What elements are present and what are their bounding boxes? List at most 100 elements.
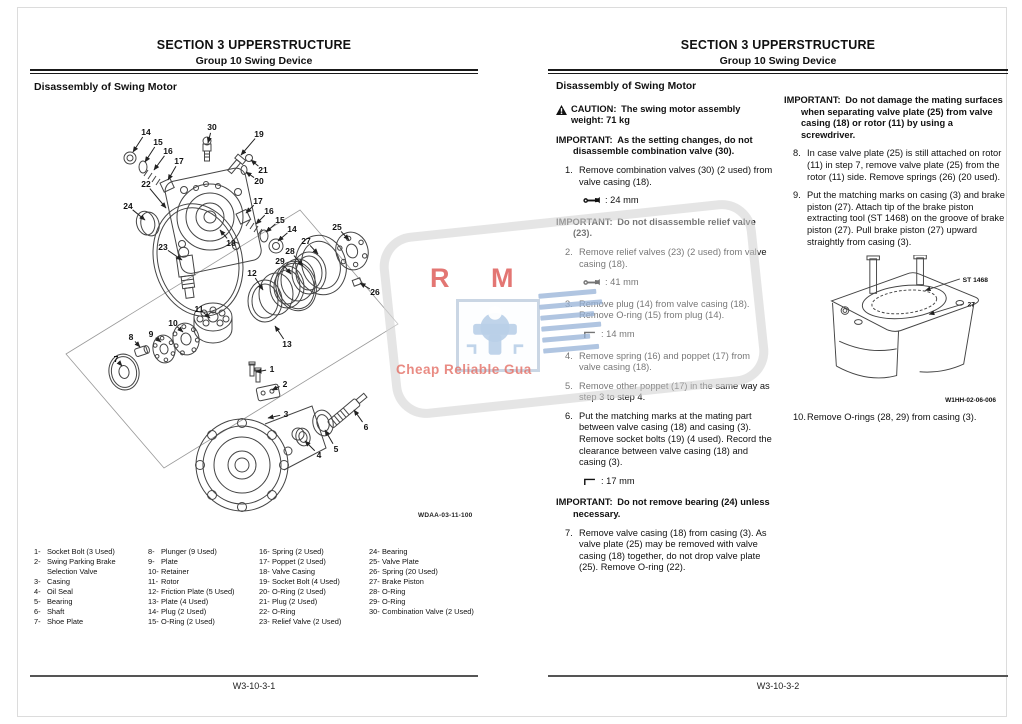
step-item: 2.Remove relief valves (23) (2 used) fro… bbox=[565, 246, 767, 269]
parts-list-item: 30-Combination Valve (2 Used) bbox=[369, 607, 474, 616]
callout-number: 20 bbox=[254, 176, 264, 186]
parts-list-item: 25-Valve Plate bbox=[369, 557, 419, 566]
parts-list: 1-Socket Bolt (3 Used)2-Swing Parking Br… bbox=[34, 547, 480, 627]
callout-number: 6 bbox=[364, 422, 369, 432]
callout-number: 7 bbox=[114, 354, 119, 364]
parts-list-item: 12-Friction Plate (5 Used) bbox=[148, 587, 235, 596]
left-page-title: Disassembly of Swing Motor bbox=[34, 81, 177, 93]
parts-list-item: 18-Valve Casing bbox=[259, 567, 315, 576]
callout-number: 17 bbox=[174, 156, 184, 166]
important-note: IMPORTANT: Do not remove bearing (24) un… bbox=[556, 497, 770, 520]
step-item: 7.Remove valve casing (18) from casing (… bbox=[565, 527, 767, 573]
callout-number: 17 bbox=[253, 196, 263, 206]
callout-number: 1 bbox=[270, 364, 275, 374]
parts-list-item: 6-Shaft bbox=[34, 607, 65, 616]
parts-list-item: 10-Retainer bbox=[148, 567, 189, 576]
parts-list-item: 4-Oil Seal bbox=[34, 587, 73, 596]
callout-number: 9 bbox=[149, 329, 154, 339]
diagram-linework bbox=[65, 136, 399, 512]
caution-note: CAUTION: The swing motor assembly weight… bbox=[556, 104, 774, 127]
hex-wrench-icon bbox=[583, 478, 596, 486]
scan-page-border bbox=[17, 7, 1007, 717]
wrench-icon bbox=[583, 197, 600, 204]
parts-list-item: 26-Spring (20 Used) bbox=[369, 567, 438, 576]
parts-list-item: 7-Shoe Plate bbox=[34, 617, 84, 626]
right-page-section-header: SECTION 3 UPPERSTRUCTURE bbox=[680, 38, 876, 52]
right-page-title: Disassembly of Swing Motor bbox=[556, 81, 697, 92]
brake-piston-figure-drawing: ST 1468 27 bbox=[830, 254, 989, 379]
step-item: 8.In case valve plate (25) is still atta… bbox=[793, 148, 1002, 182]
callout-number: 30 bbox=[207, 122, 217, 132]
callout-number: 12 bbox=[247, 268, 257, 278]
left-page-section-header: SECTION 3 UPPERSTRUCTURE bbox=[156, 38, 352, 52]
hex-wrench-icon bbox=[583, 331, 596, 339]
step-item: 4.Remove spring (16) and poppet (17) fro… bbox=[565, 350, 751, 373]
callout-number: 16 bbox=[163, 146, 173, 156]
parts-list-column: 1-Socket Bolt (3 Used)2-Swing Parking Br… bbox=[34, 547, 148, 627]
parts-list-item: 16-Spring (2 Used) bbox=[259, 547, 324, 556]
parts-list-item: 20-O-Ring (2 Used) bbox=[259, 587, 326, 596]
tool-size-line: : 17 mm bbox=[583, 476, 774, 488]
parts-list-item: 17-Poppet (2 Used) bbox=[259, 557, 326, 566]
right-page-footer-rule bbox=[548, 675, 1008, 677]
instructions-column-right: IMPORTANT: Do not damage the mating surf… bbox=[784, 93, 1008, 431]
left-page-header-rule bbox=[30, 69, 478, 74]
important-note: IMPORTANT: Do not disassemble relief val… bbox=[556, 216, 756, 239]
tool-size-line: : 14 mm bbox=[583, 329, 774, 341]
right-page-number: W3-10-3-2 bbox=[756, 681, 800, 691]
callout-number: 3 bbox=[284, 409, 289, 419]
parts-list-item: 22-O-Ring bbox=[259, 607, 296, 616]
callout-number: 15 bbox=[153, 137, 163, 147]
callout-number: 14 bbox=[287, 224, 297, 234]
right-page-group-header: Group 10 Swing Device bbox=[719, 55, 837, 67]
callout-number: 19 bbox=[254, 129, 264, 139]
callout-number: 29 bbox=[275, 256, 285, 266]
parts-list-item: 23-Relief Valve (2 Used) bbox=[259, 617, 342, 626]
callout-number: 5 bbox=[334, 444, 339, 454]
left-page-footer-rule bbox=[30, 675, 478, 677]
parts-list-column: 16-Spring (2 Used)17-Poppet (2 Used)18-V… bbox=[259, 547, 369, 627]
tool-size-line: : 24 mm bbox=[583, 195, 774, 207]
step-item: 3.Remove plug (14) from valve casing (18… bbox=[565, 298, 750, 321]
figure-code: W1HH-02-06-006 bbox=[945, 396, 996, 404]
step-item: 10.Remove O-rings (28, 29) from casing (… bbox=[793, 412, 977, 423]
callout-number: 10 bbox=[168, 318, 178, 328]
parts-list-item: 15-O-Ring (2 Used) bbox=[148, 617, 215, 626]
left-page-number: W3-10-3-1 bbox=[232, 681, 276, 691]
parts-list-item: 19-Socket Bolt (4 Used) bbox=[259, 577, 340, 586]
callout-number: 28 bbox=[285, 246, 295, 256]
callout-number: 8 bbox=[129, 332, 134, 342]
callout-number: 18 bbox=[226, 238, 236, 248]
parts-list-item: 3-Casing bbox=[34, 577, 71, 586]
left-page-group-header: Group 10 Swing Device bbox=[195, 55, 313, 67]
parts-list-item: 24-Bearing bbox=[369, 547, 408, 556]
step-item: 6.Put the matching marks at the mating p… bbox=[565, 410, 772, 468]
parts-list-item: 29-O-Ring bbox=[369, 597, 406, 606]
callout-number: 16 bbox=[264, 206, 274, 216]
parts-list-item: 28-O-Ring bbox=[369, 587, 406, 596]
callout-number: 11 bbox=[195, 304, 204, 314]
important-note: IMPORTANT: As the setting changes, do no… bbox=[556, 134, 753, 157]
right-page-header-rule bbox=[548, 69, 1008, 74]
callout-number: 23 bbox=[158, 242, 168, 252]
step-item: 5.Remove other poppet (17) in the same w… bbox=[565, 380, 770, 403]
wrench-icon bbox=[583, 279, 600, 286]
callout-number: 27 bbox=[301, 236, 311, 246]
parts-list-item: 21-Plug (2 Used) bbox=[259, 597, 318, 606]
callout-number: 14 bbox=[141, 127, 151, 137]
step-item: 9.Put the matching marks on casing (3) a… bbox=[793, 190, 1005, 247]
figure-tool-label: ST 1468 bbox=[963, 277, 989, 284]
brake-piston-figure: ST 1468 27 W1HH-02-06-006 bbox=[820, 254, 1002, 406]
parts-list-item: 9-Plate bbox=[148, 557, 178, 566]
callout-number: 13 bbox=[282, 339, 292, 349]
step-item: 1.Remove combination valves (30) (2 used… bbox=[565, 164, 773, 187]
parts-list-item: 13-Plate (4 Used) bbox=[148, 597, 209, 606]
callout-number: 26 bbox=[370, 287, 380, 297]
important-note: IMPORTANT: Do not damage the mating surf… bbox=[784, 95, 1003, 140]
callout-number: 22 bbox=[141, 179, 151, 189]
